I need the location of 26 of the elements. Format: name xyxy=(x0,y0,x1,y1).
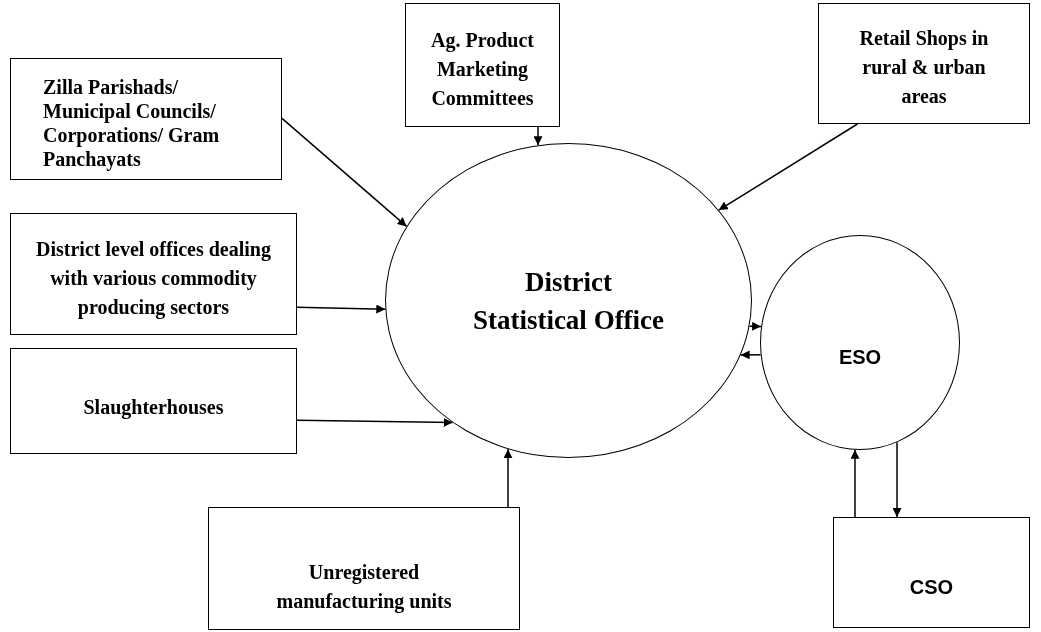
arrow xyxy=(718,123,859,211)
ellipse-label: District Statistical Office xyxy=(471,265,666,337)
arrow xyxy=(748,321,762,331)
arrow xyxy=(296,304,387,314)
process-box xyxy=(10,213,297,335)
process-box xyxy=(833,517,1030,628)
box-label: Retail Shops in rural & urban areas xyxy=(858,26,990,109)
process-box xyxy=(208,507,520,630)
arrow xyxy=(503,448,513,508)
arrow xyxy=(533,126,543,146)
process-box xyxy=(10,348,297,454)
process-box xyxy=(10,58,282,180)
box-label: Unregistered manufacturing units xyxy=(275,559,453,615)
box-label: Ag. Product Marketing Committees xyxy=(430,27,535,111)
arrow xyxy=(850,449,860,518)
arrow xyxy=(281,117,408,228)
box-label: CSO xyxy=(908,574,955,600)
box-label: Slaughterhouses xyxy=(82,394,225,421)
box-label: District level offices dealing with various commodity producing sectors xyxy=(35,236,272,321)
arrow xyxy=(892,441,902,518)
box-label: Zilla Parishads/ Municipal Councils/ Corporations/ Gram Panchayats xyxy=(42,75,221,171)
process-box xyxy=(818,3,1030,124)
arrow xyxy=(296,417,454,427)
process-box xyxy=(405,3,560,127)
ellipse-label: ESO xyxy=(837,344,883,370)
arrow xyxy=(739,350,762,360)
